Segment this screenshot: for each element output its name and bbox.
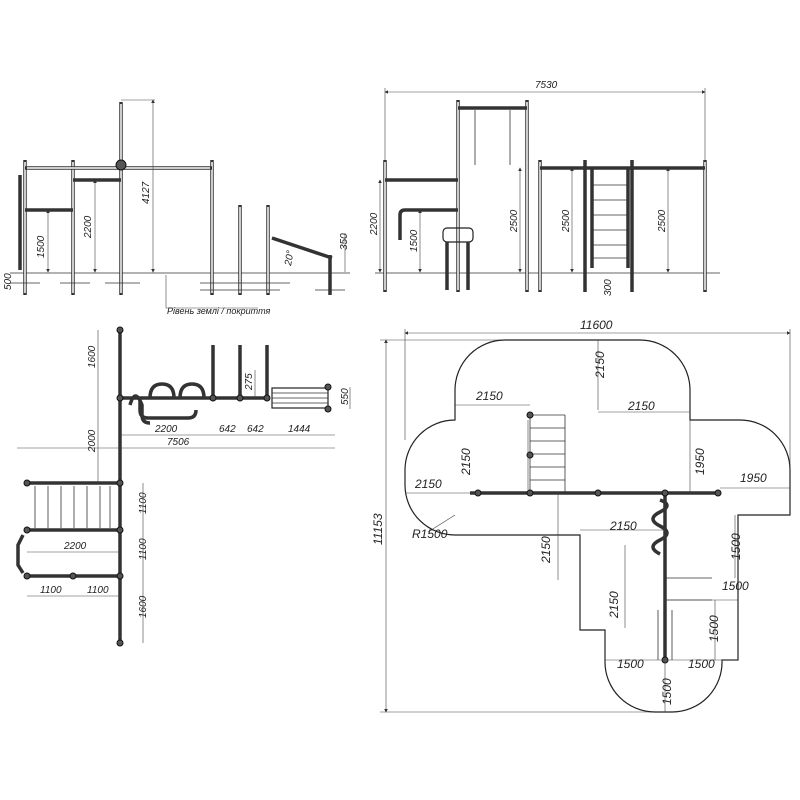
- dim-height-11153: 11153: [371, 513, 385, 545]
- dim-1600: 1600: [138, 595, 149, 618]
- dim-2500: 2500: [561, 209, 572, 233]
- dim-angle: 20°: [283, 250, 297, 268]
- dim-1100: 1100: [138, 492, 149, 514]
- dim-2200: 2200: [83, 215, 94, 239]
- dim-2150: 2150: [459, 448, 473, 476]
- safety-zone: 11600 11153 2150 2150 2150 2150 1950 215…: [371, 318, 791, 713]
- dim-1500: 1500: [660, 678, 674, 705]
- ground-level-label: Рівень землі / покриття: [167, 306, 271, 316]
- dim-642: 642: [219, 424, 236, 435]
- dim-1100: 1100: [87, 585, 109, 596]
- side-view-left: 500 1500 2200 4127 20° 350 Рівень землі …: [3, 99, 350, 316]
- dim-2150: 2150: [475, 389, 503, 403]
- dim-1500: 1500: [722, 579, 749, 593]
- plan-view: 1600 2000 2200 642 642 1444 7506 275 550…: [16, 326, 351, 647]
- dim-1500: 1500: [729, 533, 743, 560]
- dim-2150: 2150: [627, 399, 655, 413]
- dim-1100: 1100: [40, 585, 62, 596]
- posts-plan: [23, 326, 332, 647]
- dim-1500: 1500: [409, 229, 420, 252]
- dim-2150: 2150: [414, 477, 442, 491]
- dim-2200: 2200: [154, 424, 178, 435]
- dim-300: 300: [603, 279, 614, 296]
- dim-1500: 1500: [36, 235, 47, 258]
- posts-zone: [474, 411, 722, 664]
- dim-642: 642: [247, 424, 264, 435]
- dim-1950: 1950: [740, 471, 767, 485]
- dim-2150: 2150: [593, 351, 607, 379]
- dim-7506: 7506: [167, 437, 190, 448]
- dimensions: 500 1500 2200 4127 20° 350 Рівень землі …: [3, 99, 350, 316]
- dim-1100: 1100: [138, 538, 149, 560]
- dim-1500: 1500: [688, 657, 715, 671]
- dim-2500: 2500: [509, 209, 520, 233]
- dim-350: 350: [339, 233, 350, 250]
- dim-1600: 1600: [87, 345, 98, 368]
- dim-4127: 4127: [141, 181, 152, 204]
- dim-2500: 2500: [657, 209, 668, 233]
- radius-label: R1500: [412, 527, 448, 541]
- posts: [10, 102, 345, 295]
- dim-1500: 1500: [707, 615, 721, 642]
- dim-2150: 2150: [607, 591, 621, 619]
- dim-1950: 1950: [693, 448, 707, 475]
- dim-width-11600: 11600: [580, 318, 613, 332]
- dim-2200: 2200: [369, 212, 380, 236]
- dim-2150: 2150: [609, 519, 637, 533]
- joint: [115, 159, 127, 171]
- safety-zone-outline: [404, 339, 791, 713]
- dim-1500: 1500: [617, 657, 644, 671]
- ladder: [590, 168, 630, 268]
- dim-overall-7530: 7530: [535, 80, 558, 91]
- dim-2200: 2200: [63, 541, 87, 552]
- dim-2000: 2000: [87, 429, 98, 453]
- dim-275: 275: [244, 373, 255, 391]
- side-view-right: 7530 2200 1500 2500 2500 2500 300: [369, 80, 720, 296]
- seat: [442, 227, 474, 290]
- dim-550: 550: [340, 388, 351, 405]
- dim-500: 500: [3, 273, 14, 290]
- dim-1444: 1444: [288, 424, 311, 435]
- dim-2150: 2150: [539, 536, 553, 564]
